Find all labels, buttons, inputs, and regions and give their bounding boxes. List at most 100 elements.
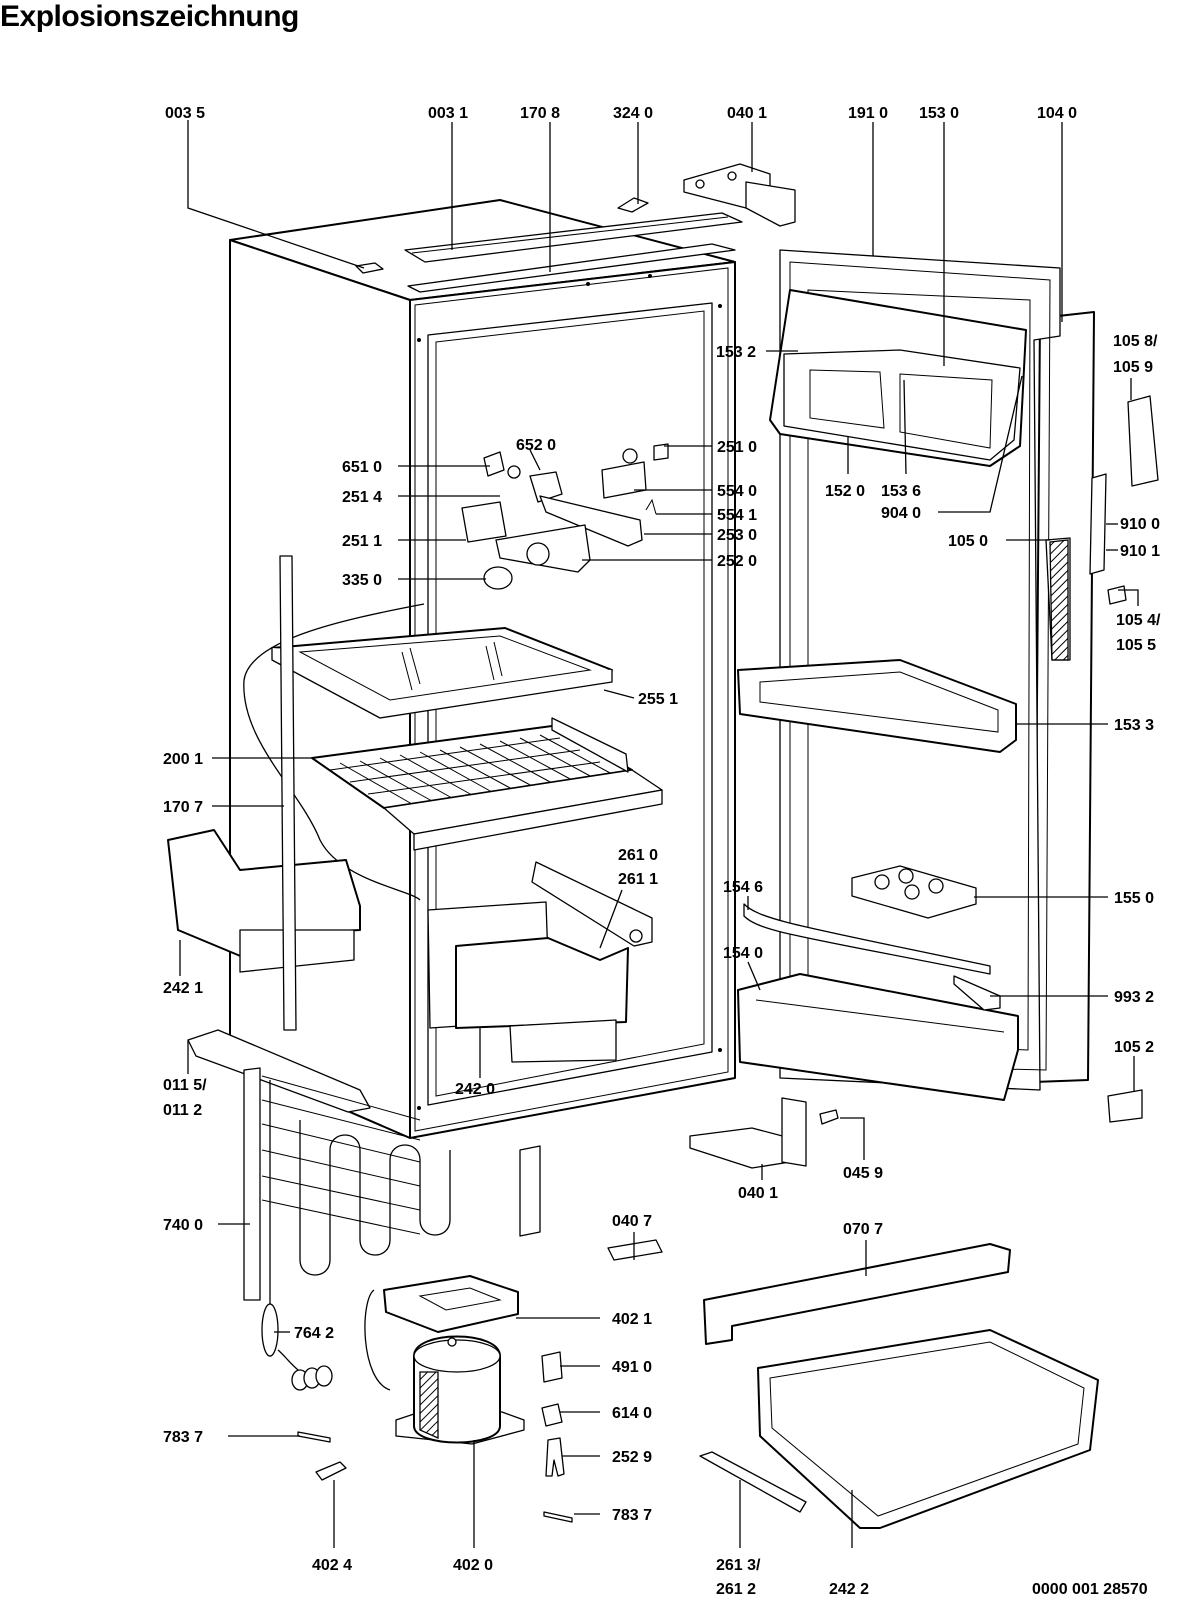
label-105-4: 105 4/ [1116,612,1161,629]
label-153-0: 153 0 [919,105,959,122]
part-910-0 [1089,473,1107,575]
clip-252-9 [545,1437,565,1477]
label-070-7: 070 7 [843,1221,883,1238]
shelf-rail-154-6 [743,903,991,975]
label-783-7-bot: 783 7 [612,1507,652,1524]
rivet-783-bot [543,1511,573,1523]
rail-261-3 [699,1451,807,1513]
label-154-0: 154 0 [723,945,763,962]
handle-105-8 [1127,395,1159,487]
screw-045-9 [819,1109,839,1125]
condenser [243,1067,541,1391]
label-261-3: 261 3/ [716,1557,761,1574]
label-261-1: 261 1 [618,871,658,888]
label-910-0: 910 0 [1120,516,1160,533]
shelf-rail [531,861,653,947]
label-105-5: 105 5 [1116,637,1156,654]
liner-cutaway [243,603,425,901]
label-003-1: 003 1 [428,105,468,122]
label-253-0: 253 0 [717,527,757,544]
relay-491 [541,1351,563,1383]
label-040-7: 040 7 [612,1213,652,1230]
label-045-9: 045 9 [843,1165,883,1182]
control-unit [461,443,669,590]
label-491-0: 491 0 [612,1359,652,1376]
part-040-7 [607,1239,663,1261]
label-200-1: 200 1 [163,751,203,768]
drawer-242-2 [757,1329,1099,1529]
drawing-title: Explosionszeichnung [0,0,299,33]
label-242-1: 242 1 [163,980,203,997]
label-153-3: 153 3 [1114,717,1154,734]
rivet-783-left [297,1431,331,1443]
part-number-labels: 003 5 003 1 170 8 324 0 040 1 191 0 153 … [163,105,1161,1598]
label-614-0: 614 0 [612,1405,652,1422]
label-335-0: 335 0 [342,572,382,589]
label-402-1: 402 1 [612,1311,652,1328]
crisper-bin-242-1 [167,829,361,973]
overload-614 [541,1403,563,1427]
part-993-2 [953,975,1001,1011]
door-shelf-154-0 [737,973,1019,1101]
label-153-2: 153 2 [716,344,756,361]
label-152-0: 152 0 [825,483,865,500]
compressor [395,1335,525,1445]
label-651-0: 651 0 [342,459,382,476]
label-740-0: 740 0 [163,1217,203,1234]
label-402-4: 402 4 [312,1557,352,1574]
label-040-1-top: 040 1 [727,105,767,122]
leader-lines [179,120,1139,1548]
part-105-4 [1107,585,1127,605]
label-155-0: 155 0 [1114,890,1154,907]
label-554-1: 554 1 [717,507,757,524]
label-104-0: 104 0 [1037,105,1077,122]
label-764-2: 764 2 [294,1325,334,1342]
wire-shelf [311,717,663,851]
label-105-0: 105 0 [948,533,988,550]
label-153-6: 153 6 [881,483,921,500]
butter-compartment [769,289,1027,467]
label-191-0: 191 0 [848,105,888,122]
drip-tray [383,1275,519,1333]
label-255-1: 255 1 [638,691,678,708]
label-040-1-bot: 040 1 [738,1185,778,1202]
label-242-0: 242 0 [455,1081,495,1098]
label-242-2: 242 2 [829,1581,869,1598]
label-783-7-left: 783 7 [163,1429,203,1446]
label-003-5: 003 5 [165,105,205,122]
label-910-1: 910 1 [1120,543,1160,560]
bottom-cover [187,1029,371,1113]
label-252-9: 252 9 [612,1449,652,1466]
cover-070-7 [703,1243,1011,1345]
label-251-1: 251 1 [342,533,382,550]
glass-shelf [271,627,613,719]
label-251-4: 251 4 [342,489,382,506]
door-shelf-153-3 [737,659,1017,753]
label-011-5: 011 5/ [163,1077,207,1094]
label-170-8: 170 8 [520,105,560,122]
bracket-324 [617,197,649,213]
egg-tray-155 [851,865,977,919]
drain-profile [279,555,297,1031]
label-252-0: 252 0 [717,553,757,570]
label-154-6: 154 6 [723,879,763,896]
label-011-2: 011 2 [163,1102,202,1119]
lower-hinge [689,1097,807,1169]
label-402-0: 402 0 [453,1557,493,1574]
label-170-7: 170 7 [163,799,203,816]
label-324-0: 324 0 [613,105,653,122]
label-105-9: 105 9 [1113,359,1153,376]
label-105-2: 105 2 [1114,1039,1154,1056]
label-261-0: 261 0 [618,847,658,864]
part-105-2 [1107,1089,1143,1123]
label-105-8: 105 8/ [1113,333,1158,350]
top-rails [404,212,743,293]
crisper-bin-242-0 [427,901,629,1063]
label-554-0: 554 0 [717,483,757,500]
label-993-2: 993 2 [1114,989,1154,1006]
document-number: 0000 001 28570 [1032,1581,1148,1598]
label-261-2: 261 2 [716,1581,756,1598]
label-251-0: 251 0 [717,439,757,456]
upper-hinge [683,163,796,227]
